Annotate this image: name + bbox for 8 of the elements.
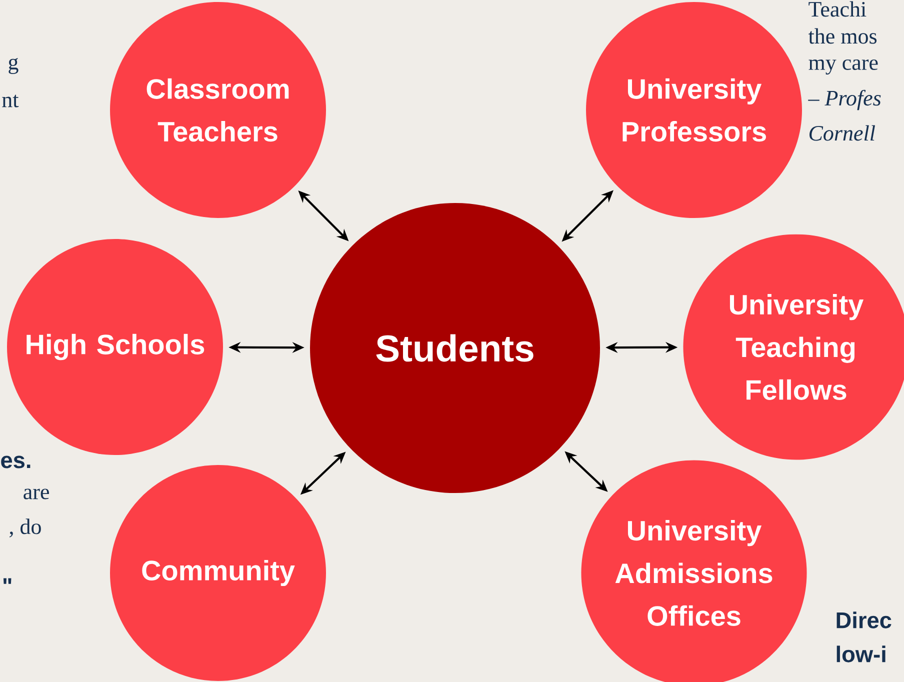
- text-fragment: , do: [10, 518, 41, 538]
- text-fragment: nt: [2, 94, 19, 108]
- text-fragment: es.: [1, 456, 30, 468]
- text-fragment: Direc: [836, 612, 892, 628]
- text-fragment: g: [8, 58, 18, 74]
- text-fragment: are: [24, 488, 49, 500]
- text-fragment: ": [3, 578, 12, 584]
- text-fragment: low-i: [836, 646, 886, 662]
